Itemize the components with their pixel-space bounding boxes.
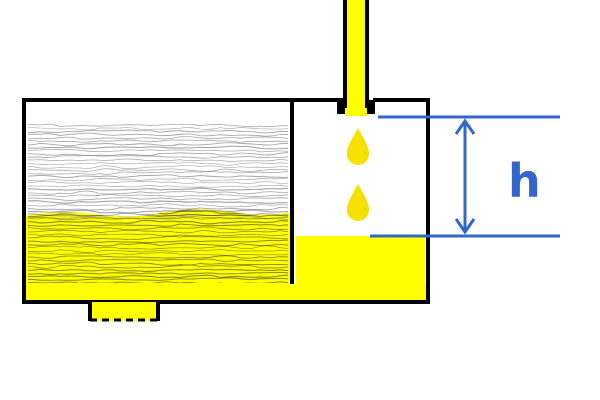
texture-stroke: [28, 124, 288, 128]
texture-stroke: [28, 136, 288, 140]
texture-stroke: [20, 121, 320, 123]
texture-stroke: [28, 281, 288, 283]
outlet-nozzle: [88, 300, 160, 322]
texture-stroke: [28, 258, 288, 262]
texture-stroke: [28, 277, 288, 282]
texture-stroke: [28, 248, 288, 253]
drip-droplets: [347, 128, 369, 221]
texture-stroke: [28, 252, 288, 256]
texture-stroke: [28, 239, 288, 244]
texture-stroke: [28, 255, 288, 259]
texture-stroke: [28, 168, 288, 172]
texture-stroke: [28, 197, 288, 201]
texture-stroke: [28, 152, 288, 157]
dimension-arrow-head-top: [454, 118, 476, 135]
feed-pipe: [337, 0, 375, 116]
float-chamber-fluid: [296, 236, 425, 284]
texture-stroke: [28, 132, 288, 137]
texture-stroke: [28, 261, 288, 266]
vessel-outline: [22, 98, 430, 304]
texture-stroke: [28, 171, 288, 175]
texture-stroke: [28, 148, 288, 153]
texture-stroke: [28, 200, 288, 204]
dimension-arrow-head-bottom: [454, 218, 476, 235]
texture-stroke: [28, 180, 288, 185]
texture-stroke: [28, 162, 288, 166]
texture-stroke: [28, 145, 288, 150]
texture-stroke: [28, 226, 288, 231]
texture-stroke: [28, 190, 288, 195]
texture-stroke: [28, 174, 288, 179]
texture-stroke: [28, 268, 288, 272]
texture-stroke: [28, 187, 288, 191]
texture-stroke: [28, 184, 288, 188]
texture-stroke: [28, 129, 288, 134]
texture-stroke: [28, 158, 288, 162]
texture-stroke: [28, 223, 288, 227]
dimension-h: [370, 115, 560, 238]
droplet-upper: [347, 128, 369, 165]
texture-stroke: [28, 139, 288, 143]
texture-stroke: [28, 213, 288, 218]
texture-stroke: [28, 245, 288, 250]
main-chamber-air-texture: [20, 121, 320, 220]
texture-stroke: [28, 274, 288, 279]
texture-stroke: [28, 206, 288, 211]
texture-stroke: [28, 154, 288, 159]
droplet-lower: [347, 184, 369, 221]
texture-stroke: [28, 230, 288, 234]
texture-stroke: [28, 142, 288, 147]
texture-stroke: [28, 127, 288, 131]
dimension-label: h: [508, 154, 541, 208]
texture-stroke: [28, 242, 288, 247]
texture-stroke: [28, 235, 288, 241]
texture-stroke: [28, 264, 288, 269]
texture-stroke: [28, 219, 288, 225]
texture-stroke: [28, 217, 288, 221]
texture-stroke: [28, 177, 288, 182]
texture-stroke: [28, 209, 288, 214]
texture-stroke: [28, 271, 288, 275]
texture-stroke: [28, 165, 288, 170]
texture-stroke: [28, 203, 288, 208]
bottom-channel-fluid: [24, 284, 428, 300]
texture-stroke: [28, 194, 288, 198]
